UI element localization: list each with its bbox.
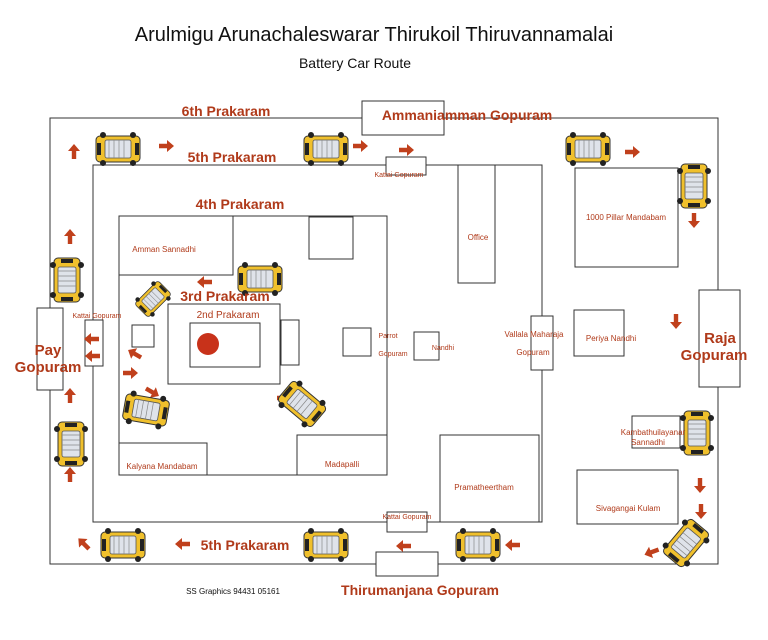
label-periya-nandhi: Periya Nandhi (586, 334, 636, 343)
battery-car-icon (49, 257, 85, 303)
wall-3rd-prakaram (167, 303, 281, 385)
ammaniamman-gopuram-block (361, 100, 445, 136)
pillar-mandabam-block (574, 167, 679, 268)
battery-car-icon (273, 376, 331, 432)
vallala-gopuram-block (530, 315, 554, 371)
kattai-gopuram-bottom-block (386, 511, 428, 533)
arrow-icon (64, 467, 76, 482)
kattai-gopuram-left-block (84, 319, 104, 367)
nandhi-block (413, 331, 440, 361)
arrow-icon (64, 229, 76, 244)
label-kambathu-line2: Sannadhi (631, 438, 665, 447)
arrow-icon (159, 140, 174, 152)
label-5th-prakaram-bottom: 5th Prakaram (201, 537, 290, 553)
arrow-icon (68, 144, 80, 159)
arrow-icon (197, 276, 212, 288)
sanctum-2nd-prakaram (189, 322, 261, 368)
label-pay-gopuram-line2: Gopuram (15, 359, 82, 376)
small-shrine (131, 324, 155, 348)
label-nandhi: Nandhi (432, 345, 455, 352)
battery-car-icon (131, 277, 175, 321)
label-kattai-gopuram-top: Kattai Gopuram (374, 172, 423, 179)
arrow-icon (695, 504, 707, 519)
label-parrot-line1: Parrot (378, 333, 397, 340)
battery-car-icon (100, 527, 146, 563)
label-sivagangai-kulam: Sivagangai Kulam (596, 504, 661, 513)
label-ammaniamman-gopuram: Ammaniamman Gopuram (382, 107, 552, 123)
label-vallala-line1: Vallala Maharaja (505, 330, 565, 339)
kambathu-sannadhi-block (631, 415, 681, 449)
label-kambathu-line1: Kambathuilayanar (621, 428, 686, 437)
label-4th-prakaram: 4th Prakaram (196, 196, 285, 212)
sivagangai-kulam-block (576, 469, 679, 525)
battery-car-icon (120, 388, 172, 432)
battery-car-icon (53, 421, 89, 467)
label-vallala-line2: Gopuram (516, 348, 550, 357)
label-kalyana-mandabam: Kalyana Mandabam (126, 462, 197, 471)
parrot-gopuram-block (342, 327, 372, 357)
label-madapalli: Madapalli (325, 460, 359, 469)
arrow-icon (123, 367, 138, 379)
arrow-icon (64, 388, 76, 403)
sanctum-annex (280, 319, 300, 366)
pramatheertham-block (439, 434, 540, 523)
inner-mandapam (308, 216, 354, 260)
label-pramatheertham: Pramatheertham (454, 483, 514, 492)
battery-car-icon (303, 131, 349, 167)
kalyana-mandabam-block (118, 442, 208, 476)
map-subtitle: Battery Car Route (299, 55, 411, 71)
label-pay-gopuram-line1: Pay (35, 342, 62, 359)
arrow-icon (505, 539, 520, 551)
amman-sannadhi-block (118, 215, 234, 276)
arrow-icon (688, 213, 700, 228)
raja-gopuram-block (698, 289, 741, 388)
battery-car-icon (303, 527, 349, 563)
arrow-icon (642, 543, 661, 561)
arrow-icon (670, 314, 682, 329)
arrow-icon (694, 478, 706, 493)
thirumanjana-gopuram-block (375, 551, 439, 577)
wall-4th-prakaram (118, 215, 388, 476)
label-raja-gopuram-line2: Gopuram (681, 347, 748, 364)
arrow-icon (175, 538, 190, 550)
label-kattai-gopuram-left: Kattai Gopuram (72, 313, 121, 320)
arrow-icon (399, 144, 414, 156)
credit-text: SS Graphics 94431 05161 (186, 587, 280, 596)
label-office: Office (468, 233, 489, 242)
battery-car-icon (455, 527, 501, 563)
office-block (457, 164, 496, 284)
arrow-icon (353, 140, 368, 152)
arrow-icon (396, 540, 411, 552)
label-3rd-prakaram: 3rd Prakaram (180, 288, 270, 304)
kattai-gopuram-top-block (385, 156, 427, 176)
label-2nd-prakaram: 2nd Prakaram (197, 310, 260, 321)
battery-car-icon (565, 131, 611, 167)
label-5th-prakaram-top: 5th Prakaram (188, 149, 277, 165)
label-pillar-mandabam: 1000 Pillar Mandabam (586, 213, 666, 222)
arrow-icon (74, 534, 94, 554)
label-raja-gopuram-line1: Raja (704, 330, 736, 347)
sanctum-dot (197, 333, 219, 355)
pay-gopuram-block (36, 307, 64, 391)
battery-car-icon (676, 163, 712, 209)
label-thirumanjana-gopuram: Thirumanjana Gopuram (341, 582, 499, 598)
map-title: Arulmigu Arunachaleswarar Thirukoil Thir… (135, 24, 613, 46)
label-kattai-gopuram-bottom: Kattai Gopuram (382, 514, 431, 521)
madapalli-block (296, 434, 388, 476)
arrow-icon (625, 146, 640, 158)
periya-nandhi-block (573, 309, 625, 357)
battery-car-icon (95, 131, 141, 167)
label-amman-sannadhi: Amman Sannadhi (132, 245, 196, 254)
label-6th-prakaram: 6th Prakaram (182, 103, 271, 119)
label-parrot-line2: Gopuram (378, 351, 407, 358)
